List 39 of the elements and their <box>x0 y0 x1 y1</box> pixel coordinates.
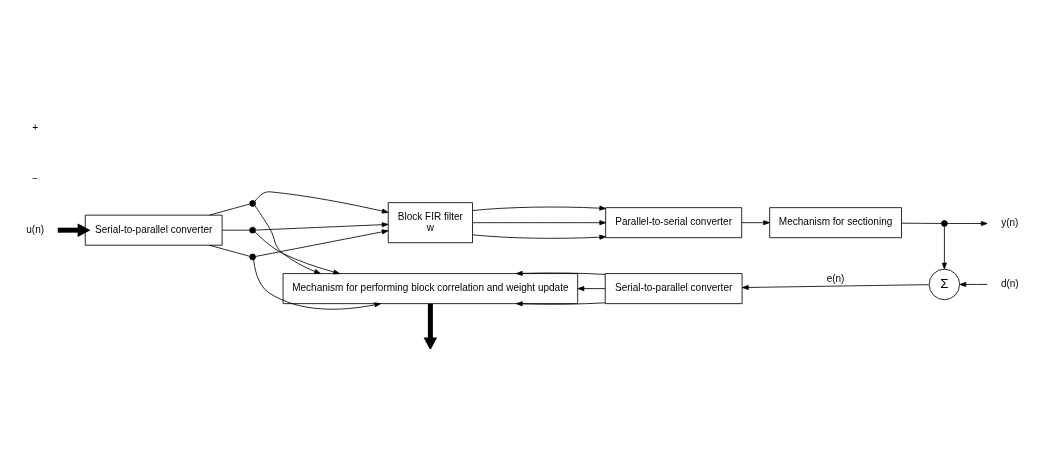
arrow <box>941 226 947 270</box>
arrow <box>472 234 607 240</box>
arrow <box>515 301 606 307</box>
connector <box>209 203 250 216</box>
connector <box>901 222 942 224</box>
arrow <box>515 270 606 276</box>
node-text: d(n) <box>1000 278 1019 290</box>
arrow <box>57 223 91 237</box>
node-circle <box>941 220 948 227</box>
arrow <box>254 191 389 214</box>
edge-label: e(n) <box>826 272 845 284</box>
arrow <box>255 229 389 257</box>
arrow <box>253 259 381 310</box>
arrow <box>959 281 988 287</box>
node-box: Serial-to-parallel converter <box>84 214 223 246</box>
arrow <box>741 284 930 290</box>
connector <box>209 244 250 257</box>
arrow <box>472 205 607 211</box>
arrow <box>254 205 321 274</box>
label: − <box>32 172 39 184</box>
arrow <box>423 303 438 349</box>
node-text: u(n) <box>26 223 45 235</box>
node-box: Block FIR filter w <box>387 202 473 244</box>
arrow <box>741 220 770 226</box>
node-box: Parallel-to-serial converter <box>605 207 743 239</box>
node-box: Mechanism for sectioning <box>769 207 902 239</box>
label: + <box>32 121 39 133</box>
node-circle <box>249 200 256 207</box>
arrow <box>577 286 606 292</box>
arrow <box>946 221 988 226</box>
node-box: Serial-to-parallel converter <box>604 273 743 305</box>
connector <box>221 229 250 231</box>
node-circle <box>249 226 256 234</box>
arrow <box>254 231 340 275</box>
node-circle <box>249 253 256 261</box>
node-circle: Σ <box>928 268 961 301</box>
arrow <box>255 222 389 231</box>
node-text: y(n) <box>1001 217 1019 229</box>
arrow <box>472 220 607 226</box>
